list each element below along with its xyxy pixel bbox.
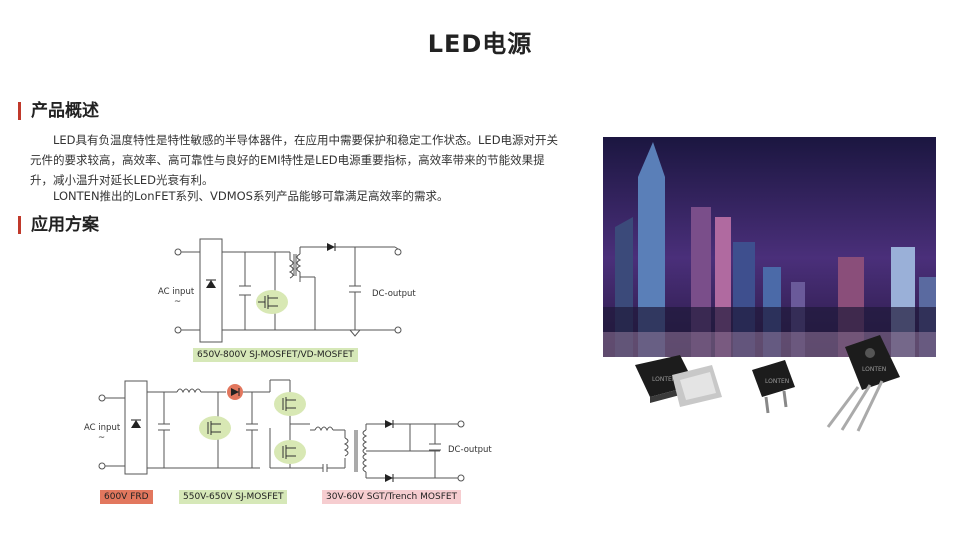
circuit1-device-tag: 650V-800V SJ-MOSFET/VD-MOSFET — [193, 348, 358, 362]
circuit1-ac-label: AC input — [158, 287, 195, 297]
section-heading-overview: 产品概述 — [18, 102, 99, 120]
chip-dfn-package-bottom — [672, 365, 722, 407]
circuit2-ac-label: AC input — [84, 423, 121, 433]
chip-mark-3: LONTEN — [862, 366, 886, 373]
chip-to247-package: LONTEN — [826, 335, 900, 432]
circuit2-dc-label: DC-output — [448, 445, 492, 455]
circuit-diagram-1: AC input ~ DC-output — [158, 238, 416, 343]
circuit-diagram-2: AC input ~ DC-output — [84, 379, 492, 482]
section-heading-application: 应用方案 — [18, 216, 99, 234]
city-skyline-image — [603, 137, 936, 357]
chip-dpak-package: LONTEN — [752, 360, 795, 414]
circuit1-dc-label: DC-output — [372, 289, 416, 299]
chip-mark-2: LONTEN — [765, 378, 789, 385]
mosfet-package-images: LONTEN LONTEN LONTEN — [635, 335, 900, 432]
circuit2-tag-sgt-mosfet: 30V-60V SGT/Trench MOSFET — [322, 490, 462, 504]
circuit2-tag-sj-mosfet: 550V-650V SJ-MOSFET — [179, 490, 288, 504]
overview-paragraph-2: LONTEN推出的LonFET系列、VDMOS系列产品能够可靠满足高效率的需求。 — [30, 189, 449, 203]
circuit2-tag-frd: 600V FRD — [100, 490, 153, 504]
circuit1-ac-symbol: ~ — [174, 297, 181, 307]
chip-mark-1: LONTEN — [652, 376, 676, 383]
overview-paragraph-1: LED具有负温度特性是特性敏感的半导体器件，在应用中需要保护和稳定工作状态。LE… — [30, 133, 559, 187]
circuit2-ac-symbol: ~ — [98, 433, 105, 443]
page-title: LED电源 — [427, 30, 533, 58]
